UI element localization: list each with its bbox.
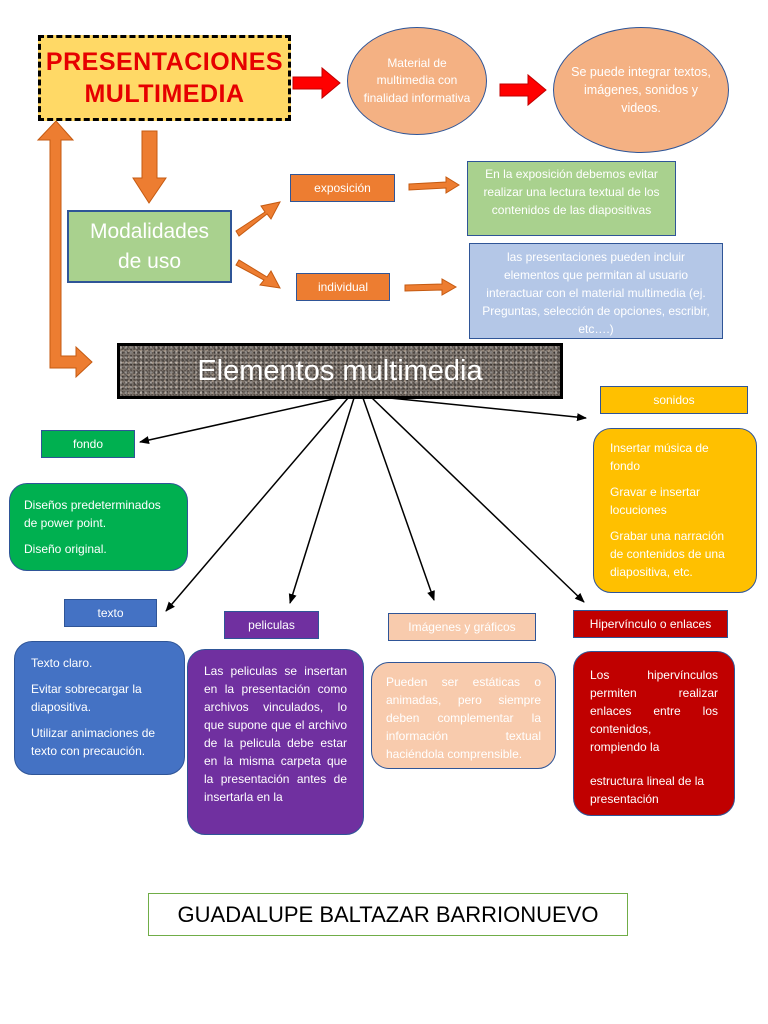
ellipse-material-multimedia: Material de multimedia con finalidad inf… <box>347 27 487 135</box>
hipervinculo-text-1: Los hipervínculos permiten realizar enla… <box>590 668 718 736</box>
ellipse-integrar: Se puede integrar textos, imágenes, soni… <box>553 27 729 153</box>
hipervinculo-text-2: rompiendo la <box>590 740 660 754</box>
sonidos-item: Grabar una narración de contenidos de un… <box>610 529 725 579</box>
red-arrow-ellipse-to-ellipse <box>499 73 547 107</box>
texto-item: Evitar sobrecargar la diapositiva. <box>31 682 142 714</box>
elementos-title: Elementos multimedia <box>197 354 483 387</box>
imagenes-label-text: Imágenes y gráficos <box>408 620 516 634</box>
arrow-to-imagenes <box>362 397 435 601</box>
texto-item: Utilizar animaciones de texto con precau… <box>31 726 156 758</box>
sonidos-item: Insertar música de fondo <box>610 441 709 473</box>
author-box: GUADALUPE BALTAZAR BARRIONUEVO <box>148 893 628 936</box>
peliculas-card: Las peliculas se insertan en la presenta… <box>187 649 364 835</box>
fondo-label-text: fondo <box>72 437 104 451</box>
author-name: GUADALUPE BALTAZAR BARRIONUEVO <box>177 901 599 927</box>
arrow-to-texto <box>165 397 349 612</box>
sonidos-item: Gravar e insertar locuciones <box>610 485 701 517</box>
texto-item: Texto claro. <box>31 656 93 670</box>
individual-label-text: individual <box>317 280 369 294</box>
arrow-to-fondo <box>139 397 339 444</box>
title-line-2: MULTIMEDIA <box>84 80 245 108</box>
fondo-card: Diseños predeterminados de power point. … <box>9 483 188 571</box>
exposicion-description: En la exposición debemos evitar realizar… <box>467 161 676 236</box>
title-box: PRESENTACIONES MULTIMEDIA <box>38 35 291 121</box>
fondo-item: Diseño original. <box>24 542 107 556</box>
peliculas-label: peliculas <box>224 611 319 639</box>
peliculas-label-text: peliculas <box>248 618 295 632</box>
imagenes-label: Imágenes y gráficos <box>388 613 536 641</box>
exposicion-label-text: exposición <box>314 181 371 195</box>
texto-label: texto <box>64 599 157 627</box>
texto-card: Texto claro. Evitar sobrecargar la diapo… <box>14 641 185 775</box>
hipervinculo-text-3: estructura lineal de la presentación <box>590 774 705 806</box>
imagenes-card: Pueden ser estáticas o animadas, pero si… <box>371 662 556 769</box>
orange-arrow-exposicion-desc <box>408 176 460 194</box>
sonidos-card: Insertar música de fondo Gravar e insert… <box>593 428 757 593</box>
arrow-to-hipervinculo <box>371 397 585 603</box>
individual-description-text: las presentaciones pueden incluir elemen… <box>482 250 710 336</box>
orange-arrow-to-exposicion <box>235 201 281 237</box>
individual-description: las presentaciones pueden incluir elemen… <box>469 243 723 339</box>
ellipse-1-text: Material de multimedia con finalidad inf… <box>363 55 471 105</box>
ellipse-2-text: Se puede integrar textos, imágenes, soni… <box>571 64 711 116</box>
title-line-1: PRESENTACIONES <box>45 47 284 76</box>
modalidades-line-1: Modalidades <box>89 220 210 244</box>
orange-arrow-individual-desc <box>404 278 458 296</box>
imagenes-text: Pueden ser estáticas o animadas, pero si… <box>386 675 541 761</box>
hipervinculo-card: Los hipervínculos permiten realizar enla… <box>573 651 735 816</box>
arrow-to-peliculas <box>288 397 355 604</box>
fondo-label: fondo <box>41 430 135 458</box>
page-title: PRESENTACIONES MULTIMEDIA <box>46 46 283 111</box>
red-arrow-title-to-ellipse <box>292 66 341 100</box>
sonidos-label-text: sonidos <box>653 393 695 407</box>
peliculas-text: Las peliculas se insertan en la presenta… <box>204 664 347 804</box>
modalidades-line-2: de uso <box>117 249 182 273</box>
modalidades-box: Modalidades de uso <box>67 210 232 283</box>
elementos-multimedia-box: Elementos multimedia <box>117 343 563 399</box>
individual-label: individual <box>296 273 390 301</box>
hipervinculo-label-text: Hipervínculo o enlaces <box>589 617 712 631</box>
texto-label-text: texto <box>97 606 124 620</box>
orange-arrow-down <box>132 130 167 204</box>
sonidos-label: sonidos <box>600 386 748 414</box>
exposicion-description-text: En la exposición debemos evitar realizar… <box>483 167 660 217</box>
exposicion-label: exposición <box>290 174 395 202</box>
arrow-to-sonidos <box>379 396 587 422</box>
fondo-item: Diseños predeterminados de power point. <box>24 498 161 530</box>
orange-arrow-to-individual <box>235 259 281 289</box>
hipervinculo-label: Hipervínculo o enlaces <box>573 610 728 638</box>
